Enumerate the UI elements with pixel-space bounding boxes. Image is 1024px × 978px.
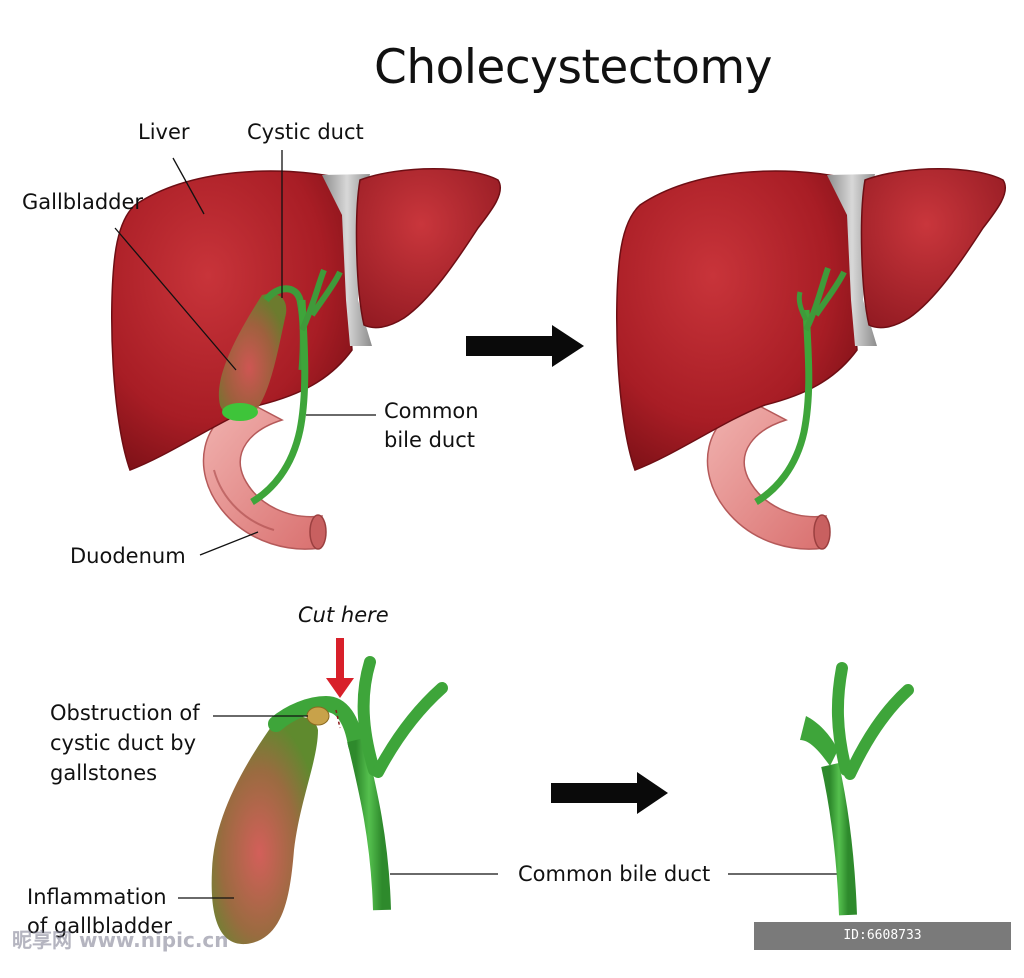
- label-cystic-duct: Cystic duct: [247, 120, 364, 144]
- gallbladder: [218, 293, 287, 418]
- label-common-bile-duct-bottom: Common bile duct: [518, 862, 711, 886]
- gallstone: [306, 706, 330, 726]
- arrow-bottom: [551, 772, 668, 814]
- common-bile-duct-closeup: [347, 737, 391, 911]
- cystic-duct-stump: [800, 716, 838, 766]
- liver-left-lobe: [111, 170, 353, 471]
- label-inflammation-2: of gallbladder: [27, 914, 173, 938]
- watermark-id: ID:6608733 NO:20251218141128058108: [754, 922, 1011, 971]
- leader-lines-top: [114, 150, 376, 556]
- label-inflammation-1: Inflammation: [27, 885, 167, 909]
- label-gallbladder: Gallbladder: [22, 190, 144, 214]
- common-bile-duct: [250, 299, 309, 506]
- inflamed-gallbladder: [211, 716, 318, 945]
- cystic-duct-closeup: [268, 695, 364, 753]
- label-common-bile-duct-2: bile duct: [384, 428, 476, 452]
- label-liver: Liver: [138, 120, 190, 144]
- label-cut-here: Cut here: [298, 603, 389, 627]
- label-obstruction-3: gallstones: [50, 761, 158, 785]
- liver-left-lobe-after: [616, 170, 858, 471]
- label-obstruction-1: Obstruction of: [50, 701, 200, 725]
- liver-right-lobe: [355, 168, 501, 329]
- arrow-top: [466, 325, 584, 367]
- leader-lines-bottom: [178, 715, 846, 899]
- liver-right-lobe-after: [860, 168, 1006, 329]
- gallbladder-closeup: [211, 656, 448, 945]
- bile-duct-after-closeup: [800, 662, 914, 916]
- liver-after-removal: [616, 168, 1006, 550]
- label-common-bile-duct-1: Common: [384, 399, 479, 423]
- page-title: Cholecystectomy: [374, 40, 772, 95]
- watermark-left: 昵享网 www.nipic.cn: [12, 928, 229, 952]
- common-bile-duct-after: [754, 309, 813, 506]
- label-duodenum: Duodenum: [70, 544, 186, 568]
- label-obstruction-2: cystic duct by: [50, 731, 197, 755]
- liver-with-gallbladder: [111, 168, 501, 550]
- cut-arrow: [326, 638, 354, 698]
- common-bile-duct-closeup-after: [821, 763, 857, 916]
